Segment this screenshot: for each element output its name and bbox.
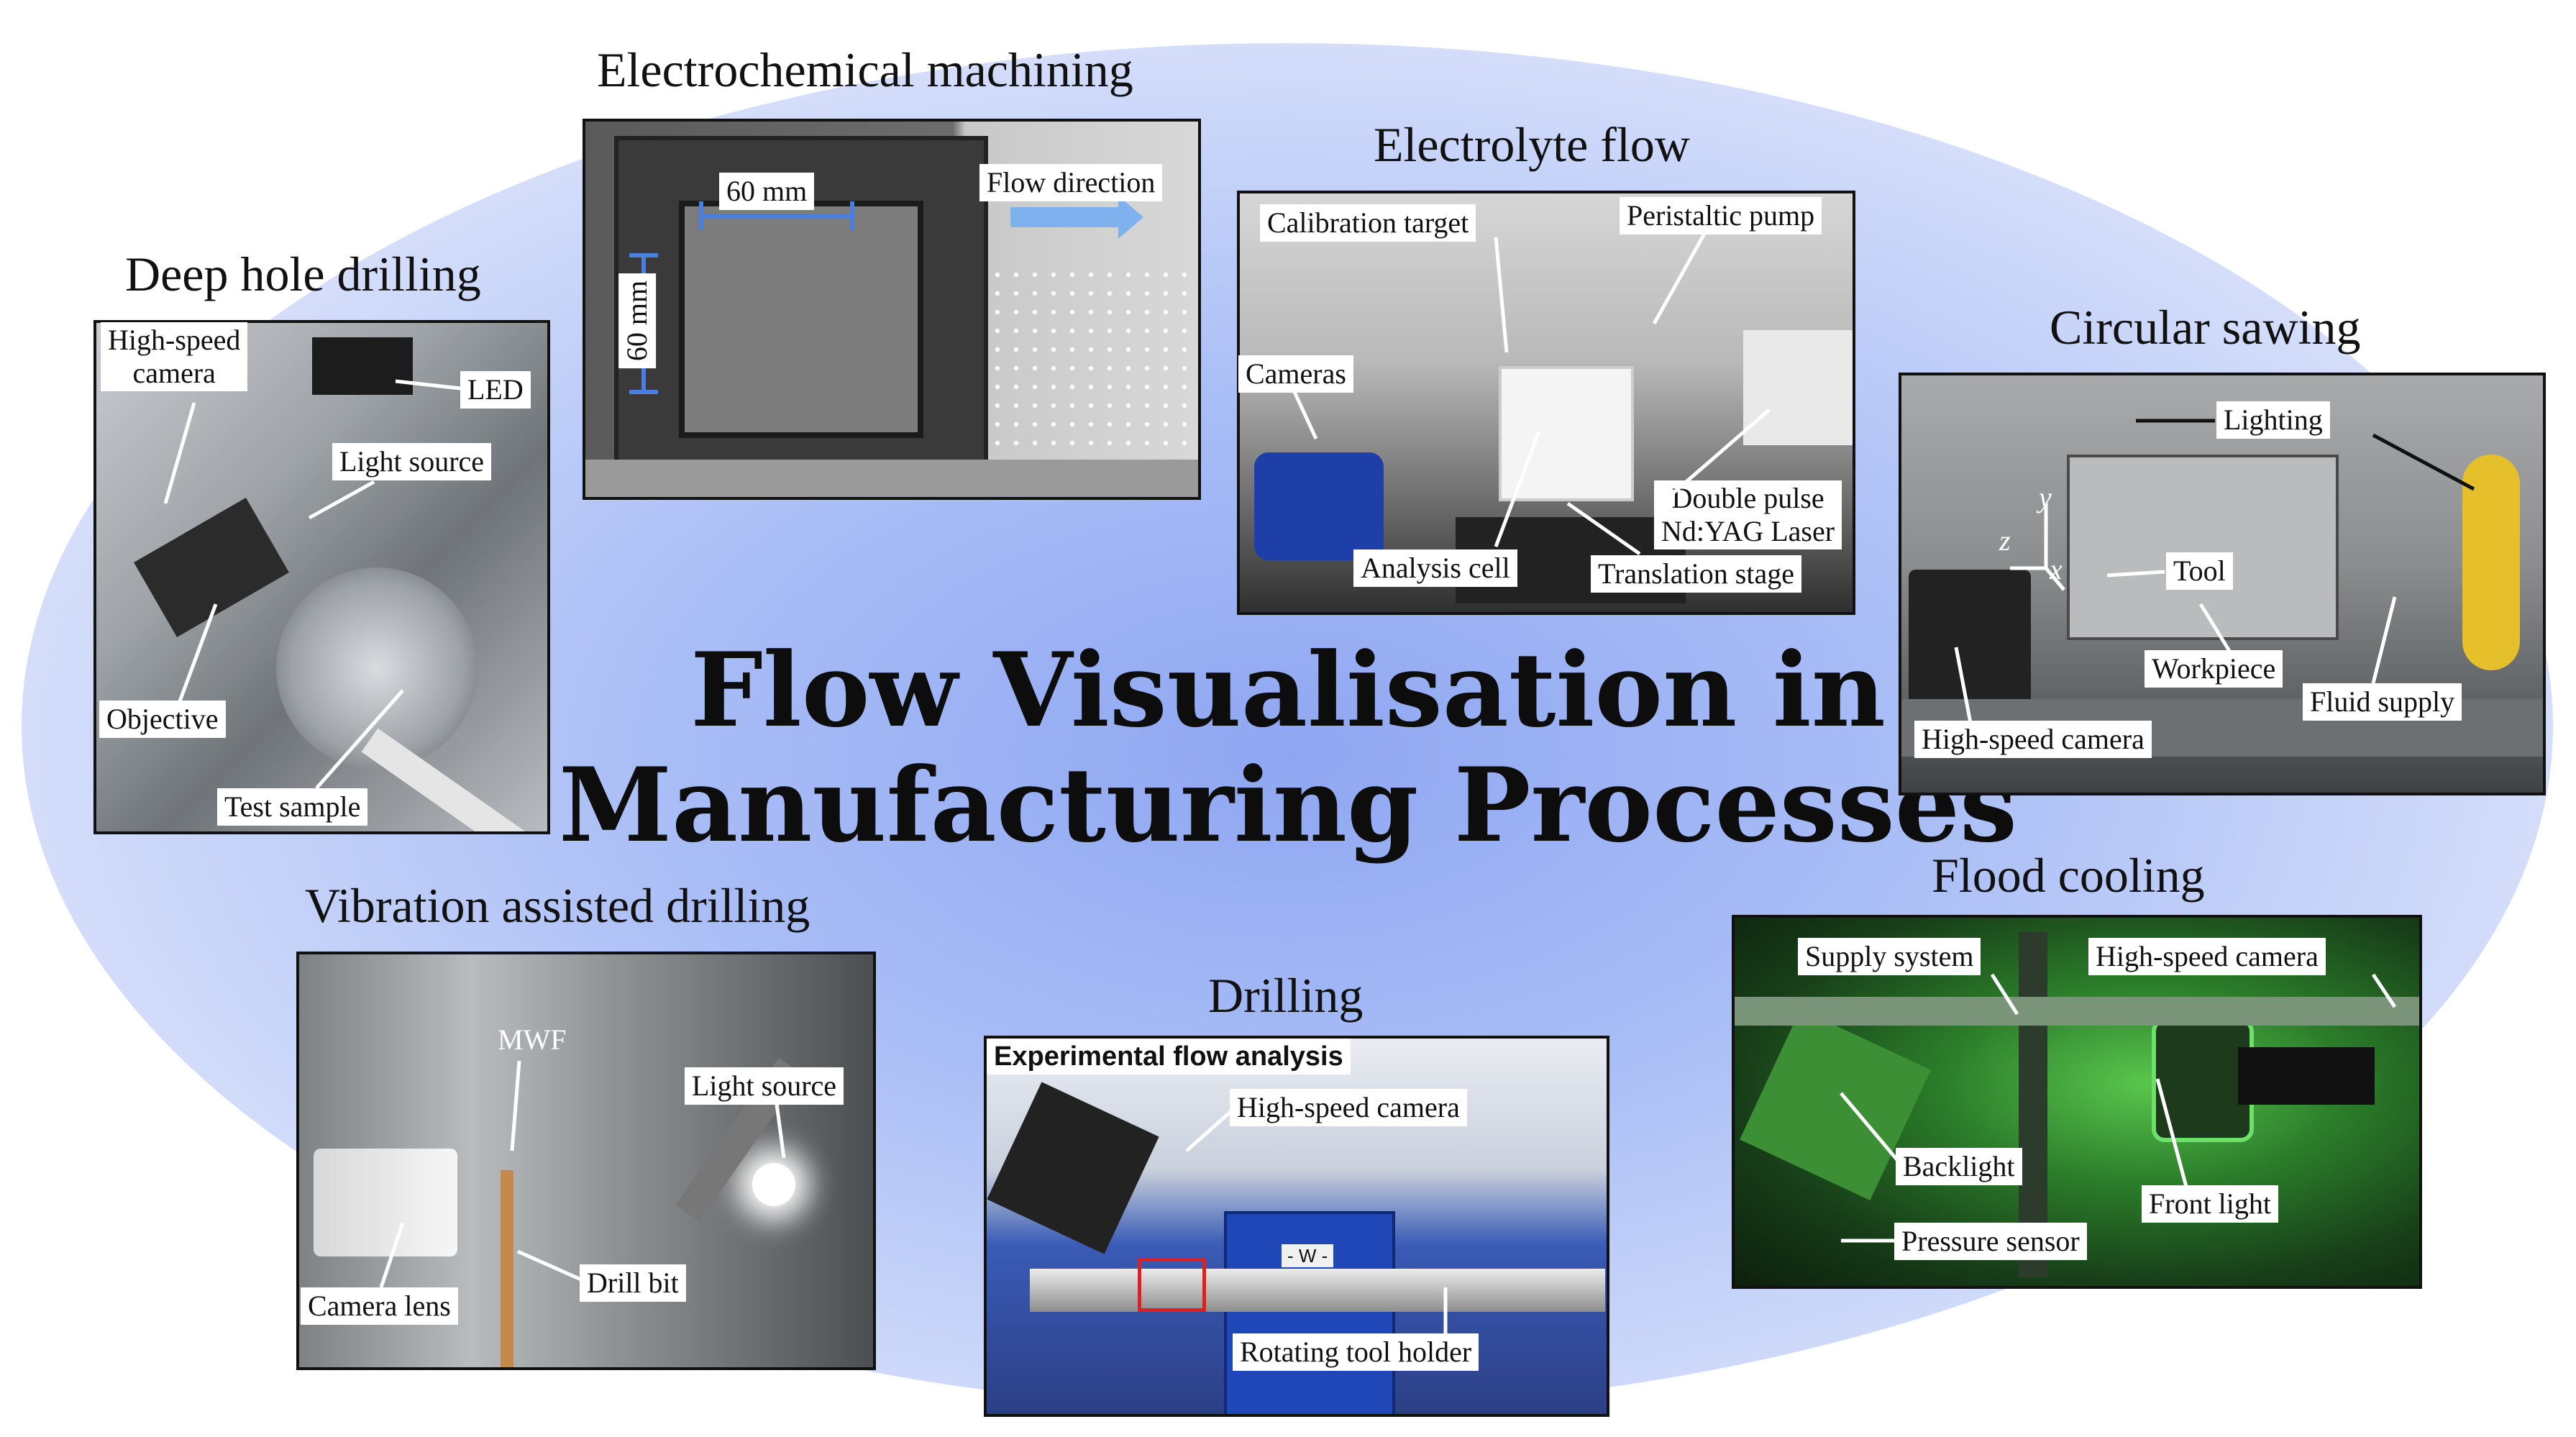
flood-photo bbox=[1732, 915, 2422, 1289]
ecm-bottom-rail bbox=[585, 460, 1198, 497]
ecm-label-height: 60 mm bbox=[618, 273, 657, 369]
sawing-axis-x: x bbox=[2050, 553, 2063, 585]
electrolyte-label-laser: Double pulse Nd:YAG Laser bbox=[1654, 480, 1842, 549]
flood-label-pressure: Pressure sensor bbox=[1894, 1223, 2087, 1260]
flood-title: Flood cooling bbox=[1932, 848, 2205, 903]
sawing-label-workpiece: Workpiece bbox=[2145, 650, 2283, 688]
vibration-title: Vibration assisted drilling bbox=[305, 878, 810, 933]
main-title-line-1: Flow Visualisation in bbox=[690, 631, 1886, 750]
vibration-drill-bit bbox=[501, 1170, 513, 1367]
vibration-label-light: Light source bbox=[685, 1067, 844, 1105]
deep-hole-camera-body bbox=[134, 498, 289, 637]
drilling-spindle-block bbox=[1224, 1211, 1395, 1414]
drilling-camera bbox=[987, 1082, 1159, 1254]
deep-hole-label-led: LED bbox=[460, 371, 531, 409]
ecm-label-flow: Flow direction bbox=[979, 164, 1163, 201]
flood-label-supply: Supply system bbox=[1798, 938, 1981, 975]
flood-label-backlight: Backlight bbox=[1896, 1148, 2022, 1185]
sawing-label-camera: High-speed camera bbox=[1914, 721, 2152, 758]
sawing-label-fluid: Fluid supply bbox=[2303, 683, 2462, 721]
vibration-light bbox=[752, 1163, 795, 1206]
electrolyte-label-cell: Analysis cell bbox=[1353, 549, 1517, 587]
sawing-label-tool: Tool bbox=[2166, 552, 2233, 590]
electrolyte-label-pump: Peristaltic pump bbox=[1620, 197, 1822, 234]
vibration-label-lens: Camera lens bbox=[301, 1287, 458, 1325]
drilling-plate-label: - W - bbox=[1282, 1244, 1334, 1267]
electrolyte-label-cameras: Cameras bbox=[1238, 355, 1353, 393]
flood-label-camera: High-speed camera bbox=[2088, 938, 2326, 975]
sawing-label-lighting: Lighting bbox=[2216, 401, 2330, 439]
sawing-title: Circular sawing bbox=[2050, 300, 2361, 355]
ecm-cell-window bbox=[679, 201, 923, 438]
electrolyte-cell bbox=[1499, 366, 1634, 501]
flood-label-front: Front light bbox=[2142, 1185, 2279, 1223]
flood-rail bbox=[1735, 997, 2419, 1026]
electrolyte-label-calibration: Calibration target bbox=[1260, 204, 1476, 242]
electrolyte-photo bbox=[1237, 191, 1855, 615]
sawing-blade bbox=[2462, 455, 2520, 670]
drilling-title: Drilling bbox=[1208, 968, 1364, 1023]
ecm-title: Electrochemical machining bbox=[597, 42, 1133, 97]
main-title-line-2: Manufacturing Processes bbox=[558, 746, 2018, 865]
drilling-header: Experimental flow analysis bbox=[987, 1039, 1351, 1075]
sawing-axis-y: y bbox=[2039, 481, 2052, 514]
deep-hole-title: Deep hole drilling bbox=[125, 247, 481, 301]
electrolyte-camera-blue bbox=[1254, 452, 1384, 560]
vibration-label-mwf: MWF bbox=[498, 1023, 567, 1056]
electrolyte-title: Electrolyte flow bbox=[1374, 117, 1690, 172]
vibration-lens bbox=[314, 1149, 457, 1256]
drilling-label-camera: High-speed camera bbox=[1230, 1089, 1467, 1126]
main-title: Flow Visualisation in Manufacturing Proc… bbox=[0, 633, 2576, 863]
electrolyte-label-stage: Translation stage bbox=[1591, 555, 1801, 593]
deep-hole-label-light: Light source bbox=[332, 443, 492, 480]
ecm-bubbles bbox=[988, 265, 1197, 467]
flood-nozzle-column bbox=[2019, 932, 2047, 1277]
drilling-label-holder: Rotating tool holder bbox=[1233, 1333, 1479, 1371]
deep-hole-led-unit bbox=[312, 337, 413, 395]
deep-hole-label-camera: High-speed camera bbox=[101, 322, 248, 391]
sawing-axes: z y x bbox=[1999, 480, 2086, 588]
sawing-workpiece bbox=[2067, 455, 2339, 640]
drilling-shaft bbox=[1030, 1269, 1605, 1312]
vibration-label-bit: Drill bit bbox=[580, 1264, 686, 1302]
ecm-label-width: 60 mm bbox=[719, 173, 815, 210]
deep-hole-label-sample: Test sample bbox=[217, 788, 368, 826]
deep-hole-sample-rod bbox=[361, 728, 547, 831]
deep-hole-label-objective: Objective bbox=[99, 701, 226, 738]
electrolyte-laser-box bbox=[1743, 330, 1853, 445]
drilling-focus-box bbox=[1138, 1258, 1206, 1312]
flood-camera-lens bbox=[2238, 1047, 2375, 1105]
sawing-axis-z: z bbox=[1999, 524, 2011, 557]
